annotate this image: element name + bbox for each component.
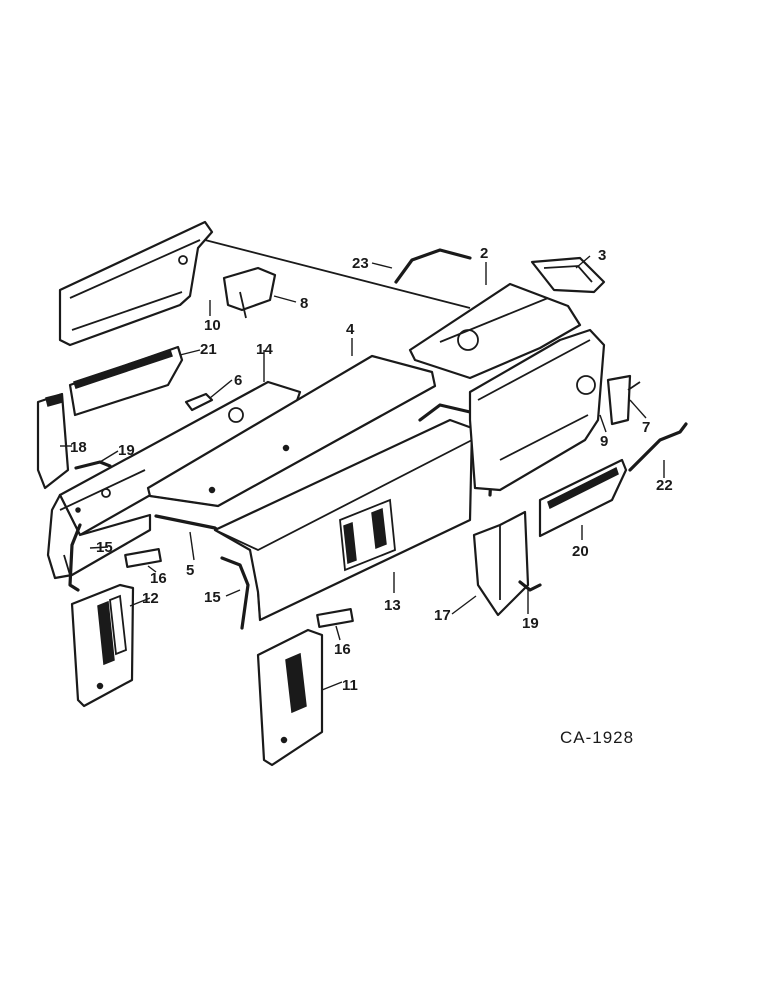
callout-15a: 15	[96, 539, 113, 556]
callout-16b: 16	[334, 641, 351, 658]
alignment-line	[204, 239, 471, 309]
callout-11: 11	[342, 677, 358, 694]
front-main-panel	[213, 418, 474, 622]
drawing-number: CA-1928	[560, 728, 634, 747]
right-small-plate	[316, 608, 354, 628]
callout-16a: 16	[150, 570, 167, 587]
callout-5: 5	[186, 562, 194, 579]
top-console	[408, 282, 582, 380]
callout-23: 23	[352, 255, 369, 272]
left-fender-upper-panel	[58, 220, 214, 347]
callout-15b: 15	[204, 589, 221, 606]
callout-17: 17	[434, 607, 451, 624]
callout-13: 13	[384, 597, 401, 614]
right-grille-panel	[256, 628, 324, 767]
callout-6: 6	[234, 372, 242, 389]
callout-14: 14	[256, 341, 273, 358]
callout-21: 21	[200, 341, 217, 358]
small-block	[184, 392, 214, 412]
left-hand-rod	[68, 523, 82, 592]
right-rod	[628, 422, 688, 472]
leader-lines	[60, 255, 665, 691]
callout-19b: 19	[522, 615, 539, 632]
console-cap	[530, 256, 606, 294]
callout-19a: 19	[118, 442, 135, 459]
top-plate	[146, 354, 437, 508]
callout-7: 7	[642, 419, 650, 436]
left-strip-panel	[68, 345, 184, 417]
right-fender	[468, 328, 606, 492]
small-bracket	[222, 266, 277, 319]
handle-rod	[394, 248, 472, 284]
callout-18: 18	[70, 439, 87, 456]
right-plate	[538, 458, 628, 538]
left-side-plate	[36, 392, 70, 490]
callout-9: 9	[600, 433, 608, 450]
callout-8: 8	[300, 295, 308, 312]
left-small-plate	[124, 548, 162, 568]
callout-20: 20	[572, 543, 589, 560]
callout-3: 3	[598, 247, 606, 264]
right-small-bracket	[606, 374, 641, 426]
callout-10: 10	[204, 317, 221, 334]
left-clip	[74, 460, 112, 470]
callout-4: 4	[346, 321, 355, 338]
callout-2: 2	[480, 245, 488, 262]
right-side-plate	[472, 510, 530, 617]
right-clip	[518, 580, 542, 592]
callout-22: 22	[656, 477, 673, 494]
left-grille-panel	[70, 583, 135, 708]
callout-12: 12	[142, 590, 159, 607]
right-hand-rod	[220, 556, 250, 630]
